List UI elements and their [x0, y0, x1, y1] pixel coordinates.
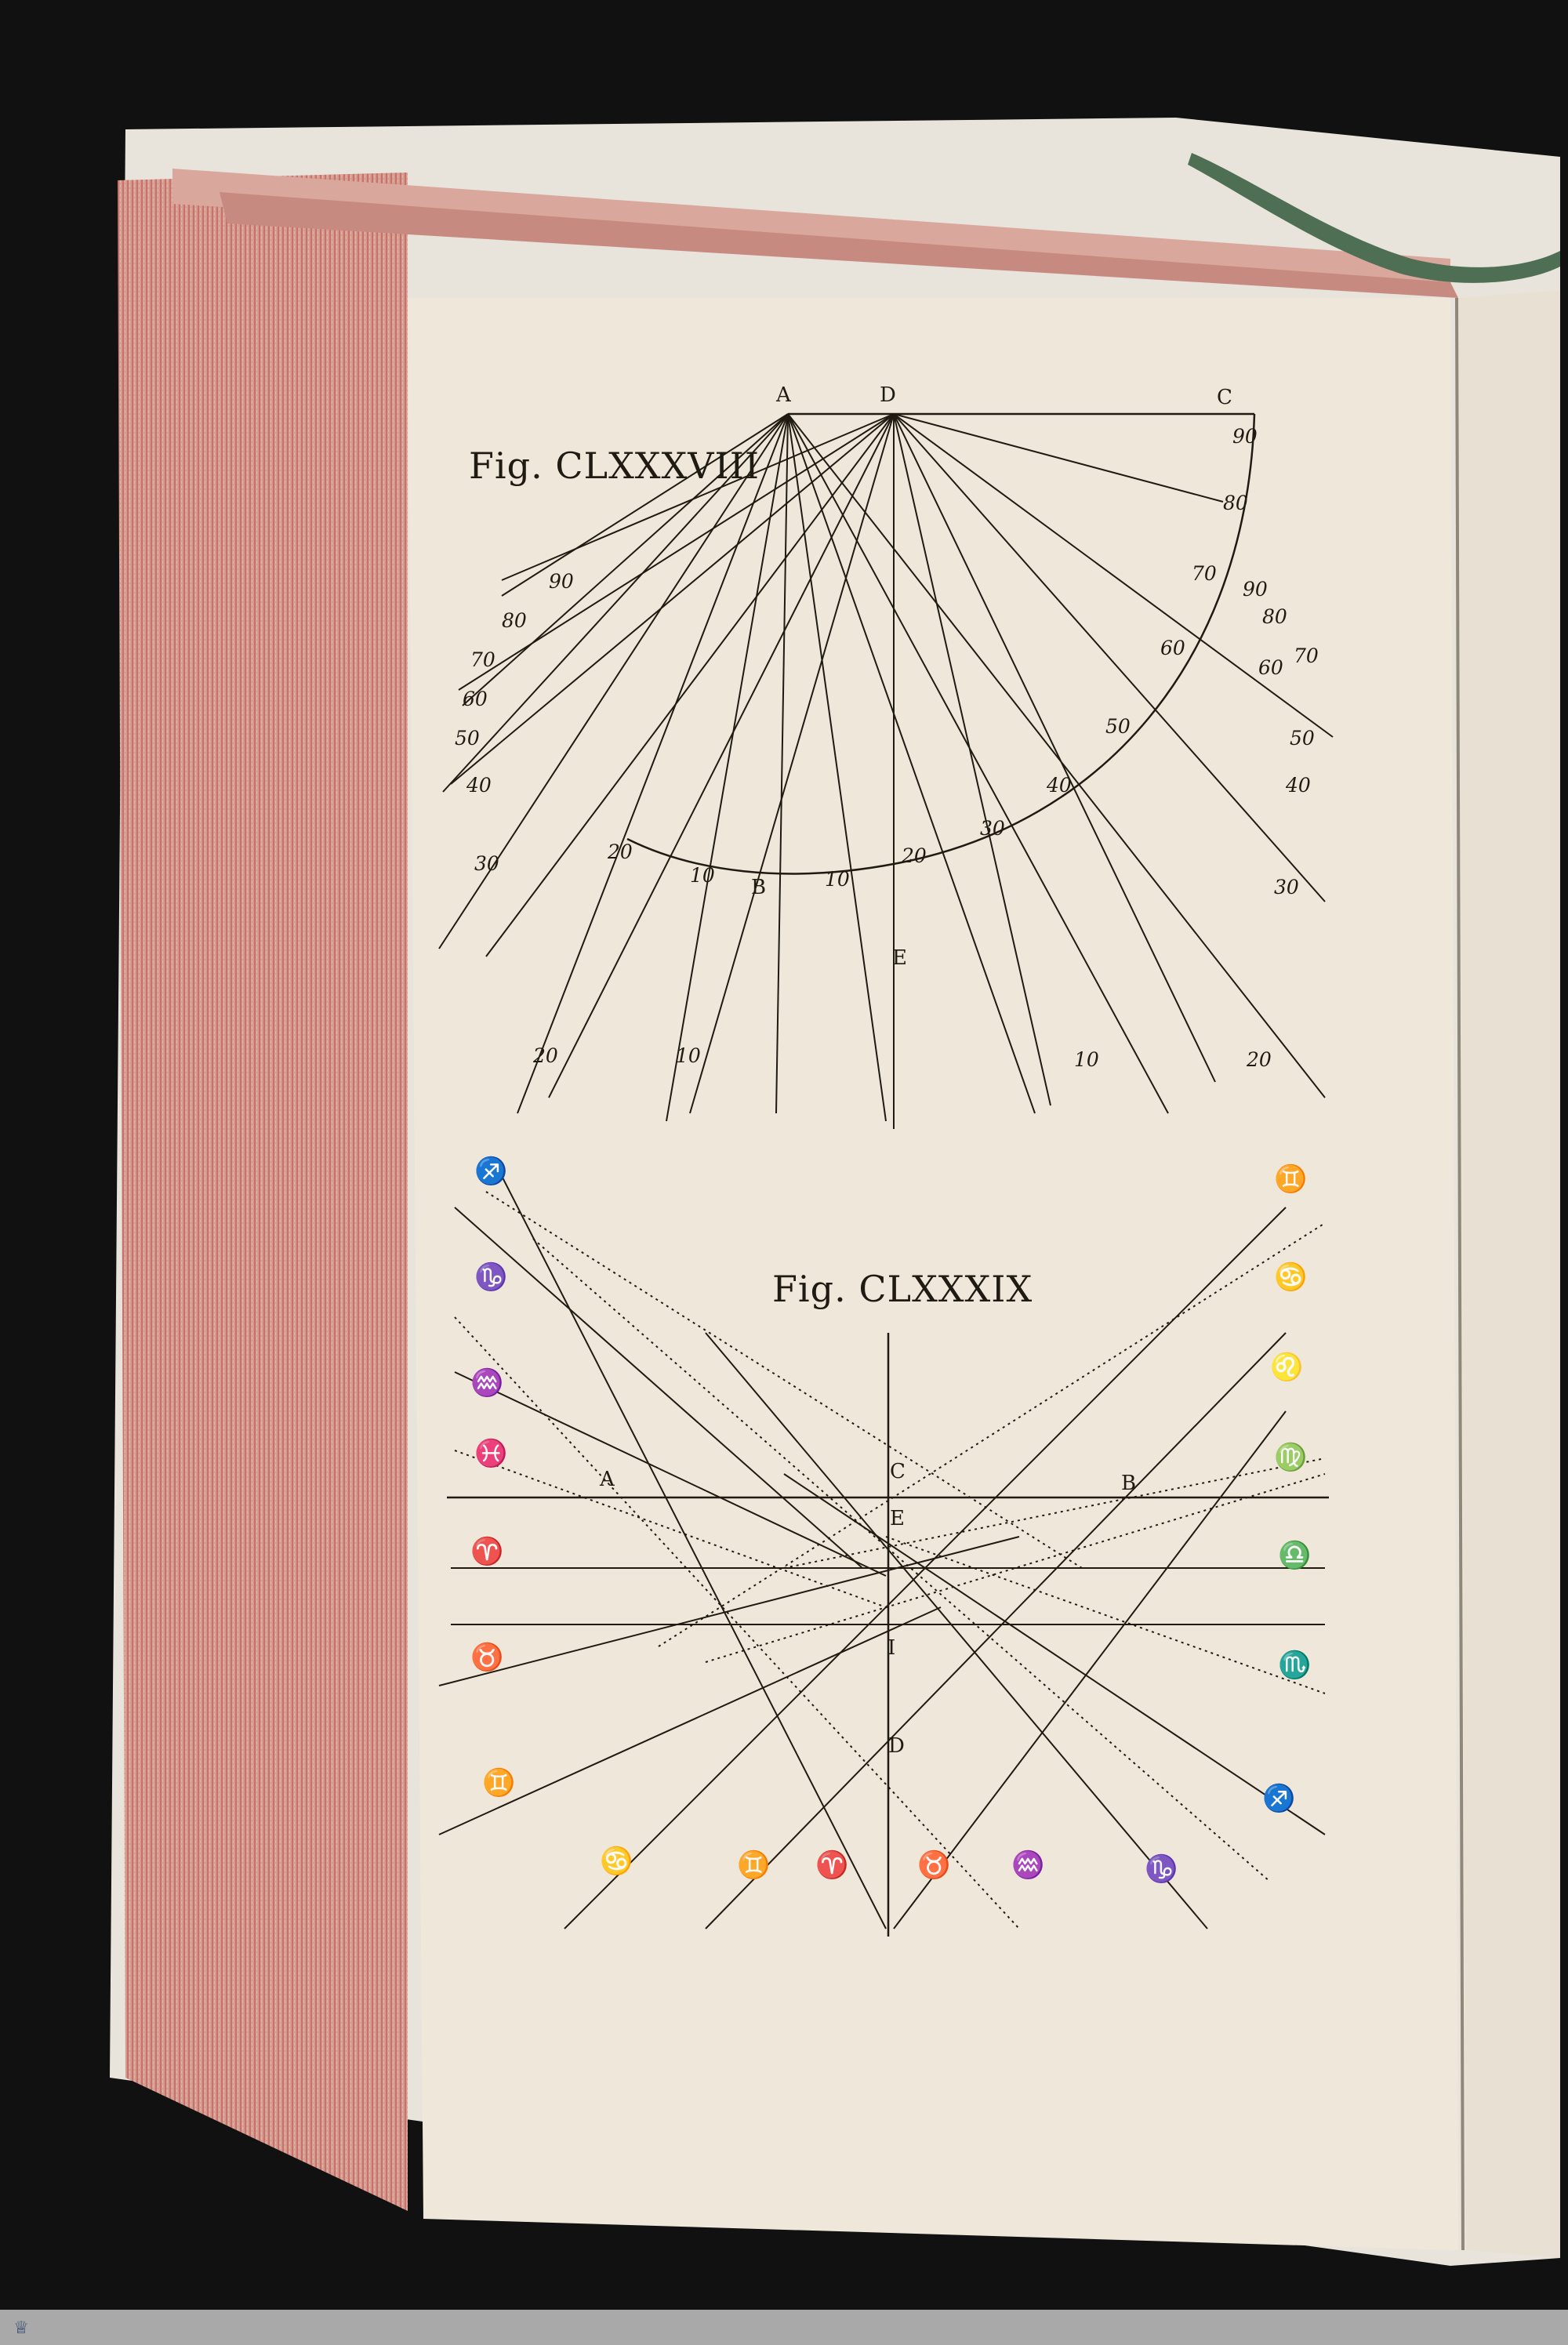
zodiac-left-6: ♉ — [470, 1642, 503, 1673]
zodiac-bottom-1: ♋ — [600, 1846, 633, 1877]
zodiac-right-2: ♋ — [1274, 1261, 1307, 1293]
point-c: C — [1217, 386, 1232, 409]
arc-label-90: 90 — [1232, 425, 1258, 448]
zodiac-bottom-5: ♒ — [1011, 1850, 1044, 1881]
point-d: D — [880, 383, 896, 407]
arc-label-70: 70 — [1192, 562, 1217, 585]
top-edge-2 — [220, 192, 1458, 298]
left-label-70: 70 — [470, 648, 495, 671]
figure-clxxxviii — [438, 412, 1334, 1129]
left-label-50: 50 — [455, 727, 480, 750]
zodiac-bottom-3: ♈ — [815, 1850, 848, 1881]
bottom-label-10: 10 — [676, 1044, 701, 1067]
right-label-40: 40 — [1285, 774, 1311, 797]
point-a-189: A — [599, 1468, 615, 1491]
arc-label-40: 40 — [1046, 774, 1072, 797]
top-edge — [172, 169, 1450, 282]
viewer-footer-bar: ♕ — [0, 2310, 1568, 2345]
right-label-60: 60 — [1258, 656, 1283, 679]
point-i-189: I — [887, 1636, 895, 1660]
left-label-40: 40 — [466, 774, 492, 797]
point-b: B — [751, 876, 766, 899]
arc-label-20b: 20 — [607, 840, 633, 863]
arc-label-20: 20 — [901, 844, 927, 867]
point-d-189: D — [888, 1734, 905, 1758]
zodiac-left-2: ♑ — [474, 1261, 507, 1293]
page-left — [408, 298, 1458, 2250]
arc-label-60: 60 — [1160, 637, 1185, 659]
arc-label-30: 30 — [980, 817, 1005, 840]
right-label-90: 90 — [1243, 578, 1268, 601]
right-label-30: 30 — [1274, 876, 1299, 898]
zodiac-right-6: ♏ — [1278, 1650, 1311, 1681]
ribbon-bookmark — [1188, 153, 1560, 283]
arc-label-80: 80 — [1223, 492, 1248, 514]
point-a: A — [775, 383, 792, 407]
zodiac-left-5: ♈ — [470, 1536, 503, 1567]
figure-title-189: Fig. CLXXXIX — [772, 1268, 1033, 1310]
left-label-60: 60 — [463, 688, 488, 710]
zodiac-right-1: ♊ — [1274, 1163, 1307, 1195]
bottom-label-20b: 20 — [1246, 1048, 1272, 1071]
right-label-50: 50 — [1290, 727, 1315, 750]
page-edges — [118, 172, 408, 2211]
arc-label-10: 10 — [825, 868, 850, 891]
library-logo-icon[interactable]: ♕ — [13, 2318, 29, 2338]
zodiac-left-3: ♒ — [470, 1367, 503, 1399]
page-right — [1458, 290, 1560, 2258]
left-label-30: 30 — [474, 852, 499, 875]
bottom-label-10b: 10 — [1074, 1048, 1099, 1071]
zodiac-right-5: ♎ — [1278, 1540, 1311, 1571]
point-c-189: C — [890, 1460, 906, 1483]
arc-label-50: 50 — [1105, 715, 1131, 738]
left-label-80: 80 — [502, 609, 527, 632]
zodiac-left-1: ♐ — [474, 1156, 507, 1187]
zodiac-bottom-6: ♑ — [1145, 1853, 1178, 1885]
figure-title-188: Fig. CLXXXVIII — [469, 445, 760, 487]
zodiac-right-7: ♐ — [1262, 1783, 1295, 1814]
zodiac-left-7: ♊ — [482, 1767, 515, 1799]
point-e-189: E — [890, 1507, 905, 1530]
point-b-189: B — [1121, 1472, 1136, 1495]
right-label-80: 80 — [1262, 605, 1287, 628]
point-e: E — [892, 946, 907, 970]
arc-label-10b: 10 — [690, 864, 715, 887]
bottom-label-20: 20 — [532, 1044, 558, 1067]
zodiac-bottom-4: ♉ — [917, 1850, 950, 1881]
left-label-90: 90 — [549, 570, 574, 593]
zodiac-bottom-2: ♊ — [737, 1850, 770, 1881]
right-label-70: 70 — [1294, 644, 1319, 667]
gutter — [1455, 297, 1465, 2251]
zodiac-right-3: ♌ — [1270, 1352, 1303, 1383]
zodiac-right-4: ♍ — [1274, 1442, 1307, 1473]
zodiac-left-4: ♓ — [474, 1438, 507, 1469]
figure-clxxxix — [438, 1175, 1329, 1937]
